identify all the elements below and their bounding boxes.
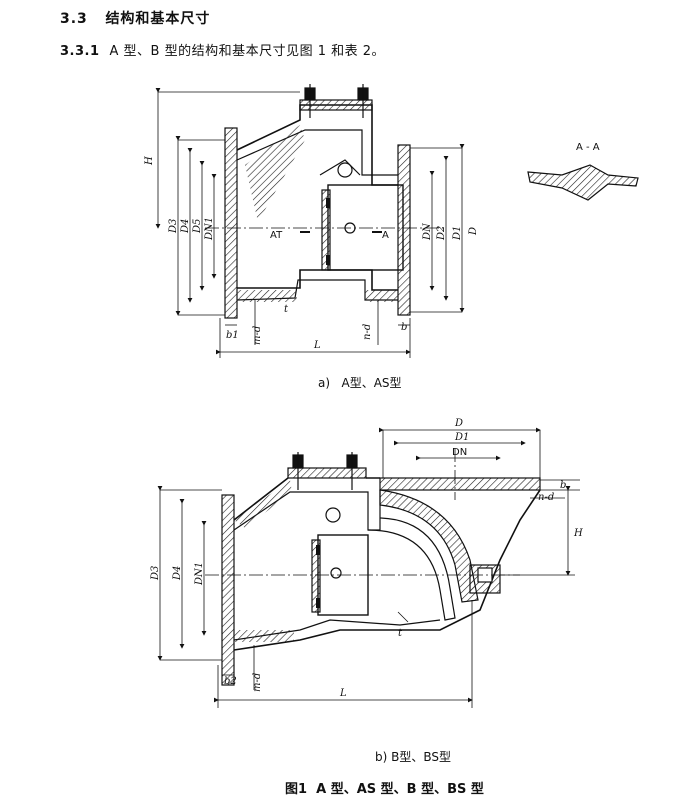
figure-b-caption: b) B型、BS型 xyxy=(375,748,451,765)
right-flange xyxy=(397,144,411,316)
figure-a-dimensions xyxy=(155,88,465,358)
figure-a-labels: H D3 D4 D5 DN1 AT A DN D2 D1 D b1 m-d t … xyxy=(144,156,479,351)
label-D1: D1 xyxy=(452,226,463,241)
label-t: t xyxy=(284,304,289,315)
label-b-m-d: m-d xyxy=(252,673,263,692)
label-b-D4: D4 xyxy=(172,566,183,581)
label-b-D3: D3 xyxy=(150,566,161,581)
label-b-n-d: n-d xyxy=(538,492,554,503)
label-L: L xyxy=(313,340,321,351)
label-D: D xyxy=(468,227,479,236)
label-b-DN: DN xyxy=(452,447,467,458)
section-a-a-detail: A - A xyxy=(527,142,639,201)
label-b-b2: b2 xyxy=(224,676,237,687)
subsection-number: 3.3.1 xyxy=(60,44,100,59)
label-m-d: m-d xyxy=(252,326,263,345)
label-b: b xyxy=(401,322,407,333)
figure-number: 图1 xyxy=(285,782,308,797)
label-D3: D3 xyxy=(168,219,179,234)
figure-title-text: A 型、AS 型、B 型、BS 型 xyxy=(316,782,484,797)
figure-b-labels: D D1 DN b n-d H D3 D4 DN1 t b2 m-d L xyxy=(150,418,583,699)
bonnet xyxy=(299,99,373,111)
label-b-H: H xyxy=(573,528,583,539)
label-D4: D4 xyxy=(180,219,191,234)
label-D2: D2 xyxy=(436,226,447,241)
figure-title: 图1 A 型、AS 型、B 型、BS 型 xyxy=(285,778,484,797)
label-D5: D5 xyxy=(192,219,203,234)
label-b-DN1: DN1 xyxy=(194,562,205,586)
figure-a-caption: a) A型、AS型 xyxy=(318,374,402,391)
left-flange xyxy=(224,127,238,319)
section-title: 结构和基本尺寸 xyxy=(105,11,211,27)
figure-b-dimensions xyxy=(157,427,580,708)
label-DN1: DN1 xyxy=(204,217,215,241)
section-aa-label: A - A xyxy=(576,142,600,153)
label-section-A-left: AT xyxy=(270,230,283,241)
label-n-d: n-d xyxy=(362,324,373,340)
label-b-D: D xyxy=(454,418,463,429)
label-section-A-right: A xyxy=(382,230,389,241)
section-number: 3.3 xyxy=(60,11,88,27)
label-b-b: b xyxy=(560,480,566,491)
figure-b-drawing xyxy=(205,448,541,686)
figure-a-caption-letter: a) xyxy=(318,376,331,390)
label-b1: b1 xyxy=(226,330,239,341)
label-b-t: t xyxy=(398,628,403,639)
subsection-text: A 型、B 型的结构和基本尺寸见图 1 和表 2。 xyxy=(109,44,386,59)
figure-b-caption-text: B型、BS型 xyxy=(391,750,452,764)
figure-a-drawing xyxy=(205,84,445,319)
label-b-L: L xyxy=(339,688,347,699)
section-heading: 3.3 结构和基本尺寸 xyxy=(60,8,210,28)
label-b-D1: D1 xyxy=(454,432,469,443)
figure-a-caption-text: A型、AS型 xyxy=(341,376,402,390)
label-H: H xyxy=(144,156,155,166)
figure-b-caption-letter: b) xyxy=(375,750,388,764)
label-DN: DN xyxy=(422,222,433,241)
subsection-paragraph: 3.3.1 A 型、B 型的结构和基本尺寸见图 1 和表 2。 xyxy=(60,40,385,59)
